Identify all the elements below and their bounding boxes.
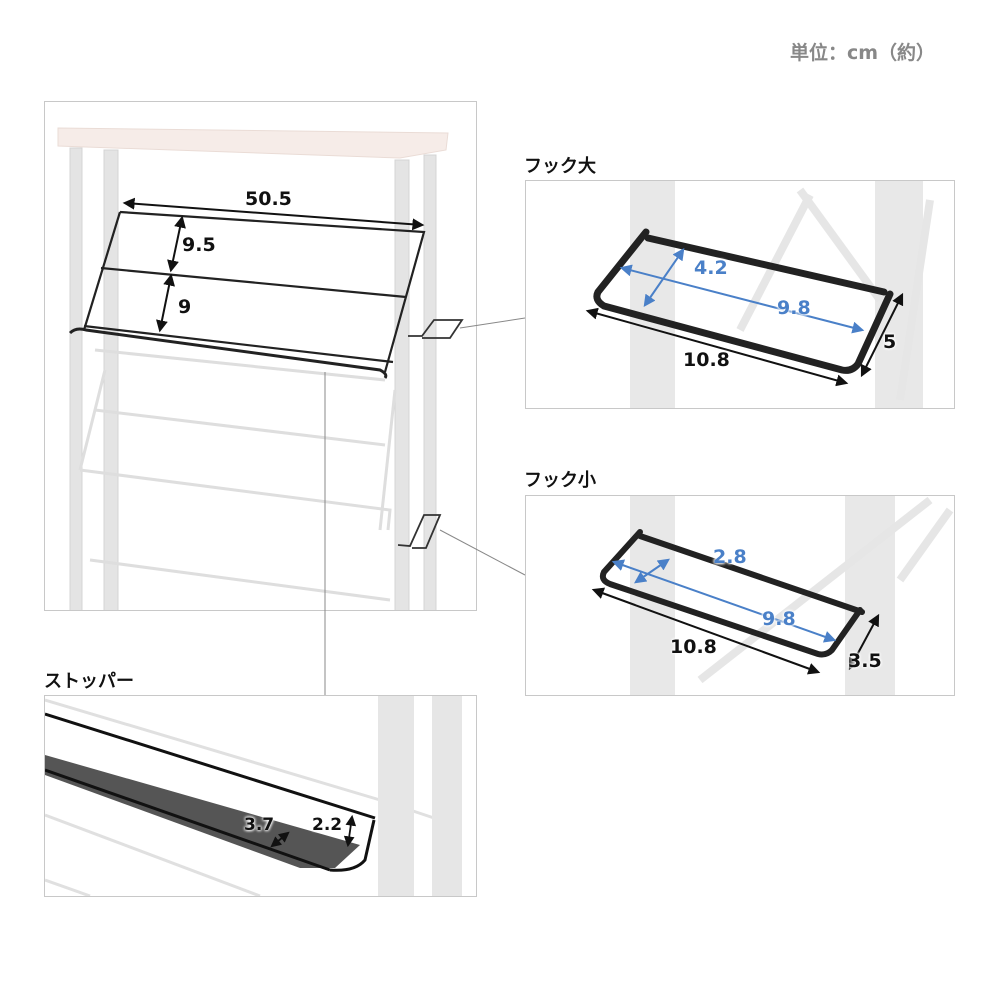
hook-small-illustration bbox=[525, 495, 955, 696]
hook-large-illustration bbox=[525, 180, 955, 409]
hook-small-title: フック小 bbox=[524, 470, 596, 491]
hook-large-outer-width: 10.8 bbox=[683, 349, 730, 371]
hook-large-inner-depth: 4.2 bbox=[694, 257, 728, 279]
stopper-illustration bbox=[44, 695, 477, 897]
unit-note: 単位：cm（約） bbox=[790, 42, 936, 64]
hook-small-inner-depth: 2.8 bbox=[713, 546, 747, 568]
hook-small-depth: 3.5 bbox=[848, 650, 882, 672]
hook-large-inner-width: 9.8 bbox=[777, 297, 811, 319]
callout-lines bbox=[324, 317, 526, 695]
stopper-height: 2.2 bbox=[312, 815, 343, 835]
hook-large-depth: 5 bbox=[883, 331, 897, 353]
hook-small-inner-width: 9.8 bbox=[762, 608, 796, 630]
stopper-title: ストッパー bbox=[44, 671, 134, 692]
main-upper-height-label: 9.5 bbox=[182, 234, 216, 256]
stopper-depth: 3.7 bbox=[244, 815, 275, 835]
hook-small-outer-width: 10.8 bbox=[670, 636, 717, 658]
hook-large-title: フック大 bbox=[524, 156, 596, 177]
main-lower-height-label: 9 bbox=[178, 296, 192, 318]
main-rack-illustration bbox=[44, 101, 477, 611]
main-width-label: 50.5 bbox=[245, 188, 292, 210]
